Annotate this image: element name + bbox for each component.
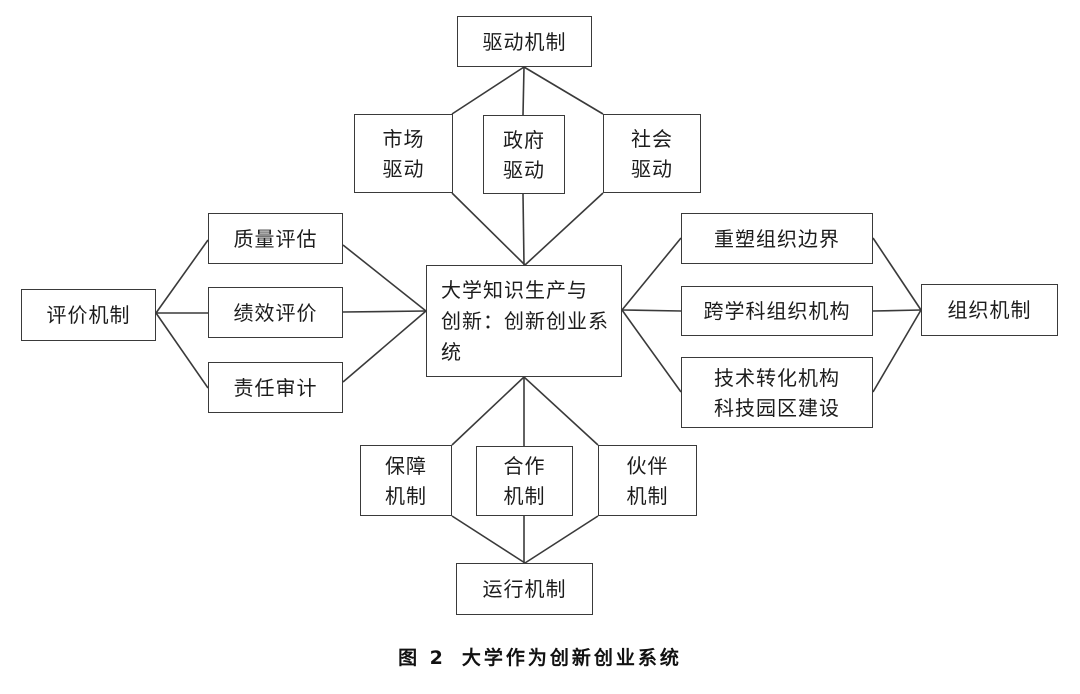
connector-line: [451, 376, 525, 446]
node-guarantee-mechanism: 保障 机制: [360, 445, 452, 516]
connector-line: [451, 66, 525, 115]
node-center-system: 大学知识生产与 创新：创新创业系 统: [426, 265, 622, 377]
connector-line: [872, 309, 922, 312]
connector-line: [523, 66, 604, 115]
node-drive-mechanism: 驱动机制: [457, 16, 592, 67]
node-interdisciplinary-org: 跨学科组织机构: [681, 286, 873, 336]
connector-line: [524, 515, 599, 564]
figure-caption: 图 2 大学作为创新创业系统: [0, 643, 1080, 670]
connector-line: [451, 192, 526, 266]
connector-line: [621, 237, 682, 311]
connector-line: [342, 310, 427, 383]
connector-line: [524, 192, 604, 266]
connector-line: [342, 244, 427, 312]
connector-line: [523, 376, 599, 446]
node-organization-mechanism: 组织机制: [921, 284, 1058, 336]
connector-line: [342, 310, 427, 313]
node-tech-transfer-park: 技术转化机构 科技园区建设: [681, 357, 873, 428]
connector-line: [522, 66, 525, 116]
connector-line: [155, 312, 209, 389]
figure-caption-number: 图 2: [398, 647, 446, 669]
connector-line: [522, 193, 525, 266]
connector-line: [872, 309, 922, 393]
connector-line: [155, 239, 209, 314]
connector-line: [451, 515, 526, 564]
node-evaluation-mechanism: 评价机制: [21, 289, 156, 341]
node-society-driven: 社会 驱动: [603, 114, 701, 193]
node-government-driven: 政府 驱动: [483, 115, 565, 194]
node-quality-assessment: 质量评估: [208, 213, 343, 264]
node-operation-mechanism: 运行机制: [456, 563, 593, 615]
node-reshape-org-boundary: 重塑组织边界: [681, 213, 873, 264]
node-market-driven: 市场 驱动: [354, 114, 453, 193]
node-partner-mechanism: 伙伴 机制: [598, 445, 697, 516]
connector-line: [621, 309, 682, 393]
node-responsibility-audit: 责任审计: [208, 362, 343, 413]
figure-caption-title: 大学作为创新创业系统: [461, 647, 682, 669]
connector-line: [872, 237, 922, 311]
node-cooperation-mechanism: 合作 机制: [476, 446, 573, 516]
node-performance-evaluation: 绩效评价: [208, 287, 343, 338]
connector-line: [621, 309, 682, 312]
